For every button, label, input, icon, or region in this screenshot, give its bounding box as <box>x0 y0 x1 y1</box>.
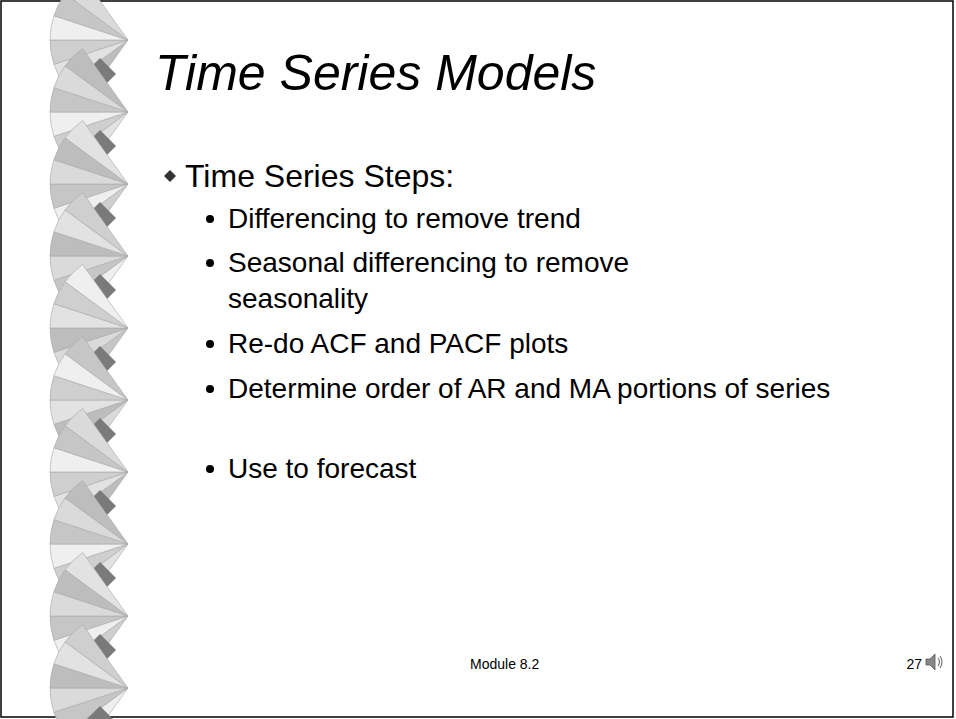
bullet-item: Differencing to remove trend <box>228 201 581 236</box>
page-number: 27 <box>906 656 922 674</box>
fan-border <box>50 0 128 719</box>
bullet-item: Determine order of AR and MA portions of… <box>228 371 938 407</box>
bullet-marks <box>164 170 214 473</box>
footer-text: Module 8.2 <box>470 656 539 674</box>
speaker-icon <box>926 654 942 670</box>
bullet-dot <box>206 215 214 223</box>
slide-title: Time Series Models <box>155 42 596 105</box>
bullet-heading: Time Series Steps: <box>185 156 454 196</box>
bullet-item: Seasonal differencing to remove seasonal… <box>228 245 708 317</box>
bullet-dot <box>206 340 214 348</box>
bullet-dot <box>206 465 214 473</box>
bullet-item: Re-do ACF and PACF plots <box>228 326 568 361</box>
diamond-bullet <box>164 170 176 182</box>
bullet-item: Use to forecast <box>228 451 416 486</box>
bullet-dot <box>206 385 214 393</box>
bullet-dot <box>206 259 214 267</box>
